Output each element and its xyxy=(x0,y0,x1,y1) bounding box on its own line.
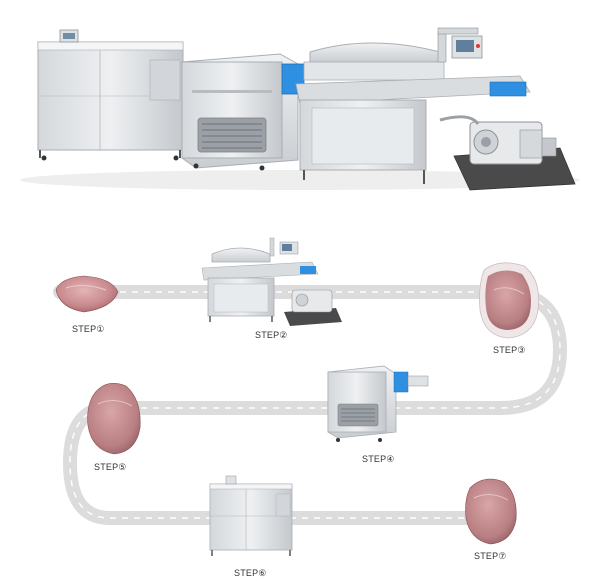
full-line-machines xyxy=(20,27,580,191)
vacuum-chamber-machine xyxy=(295,27,531,184)
step1-label: STEP① xyxy=(72,324,105,334)
step6-label: STEP⑥ xyxy=(234,568,267,578)
tunnel-cabinet-machine xyxy=(37,29,184,161)
step4-shrink-tunnel xyxy=(327,365,429,442)
step7-finished-meat xyxy=(465,478,517,545)
step2-vacuum-machine xyxy=(201,237,342,326)
step7-label: STEP⑦ xyxy=(474,551,507,561)
step6-cabinet-machine xyxy=(209,475,293,556)
step1-raw-meat xyxy=(55,275,119,313)
step5-label: STEP⑤ xyxy=(94,462,127,472)
step2-label: STEP② xyxy=(255,330,288,340)
vacuum-pump-unit xyxy=(439,115,576,191)
step3-bagged-meat xyxy=(479,262,540,339)
step5-shrunk-meat xyxy=(87,383,141,455)
process-track xyxy=(53,285,567,525)
step4-label: STEP④ xyxy=(362,454,395,464)
step3-label: STEP③ xyxy=(493,345,526,355)
shrink-tunnel-machine xyxy=(181,53,305,171)
